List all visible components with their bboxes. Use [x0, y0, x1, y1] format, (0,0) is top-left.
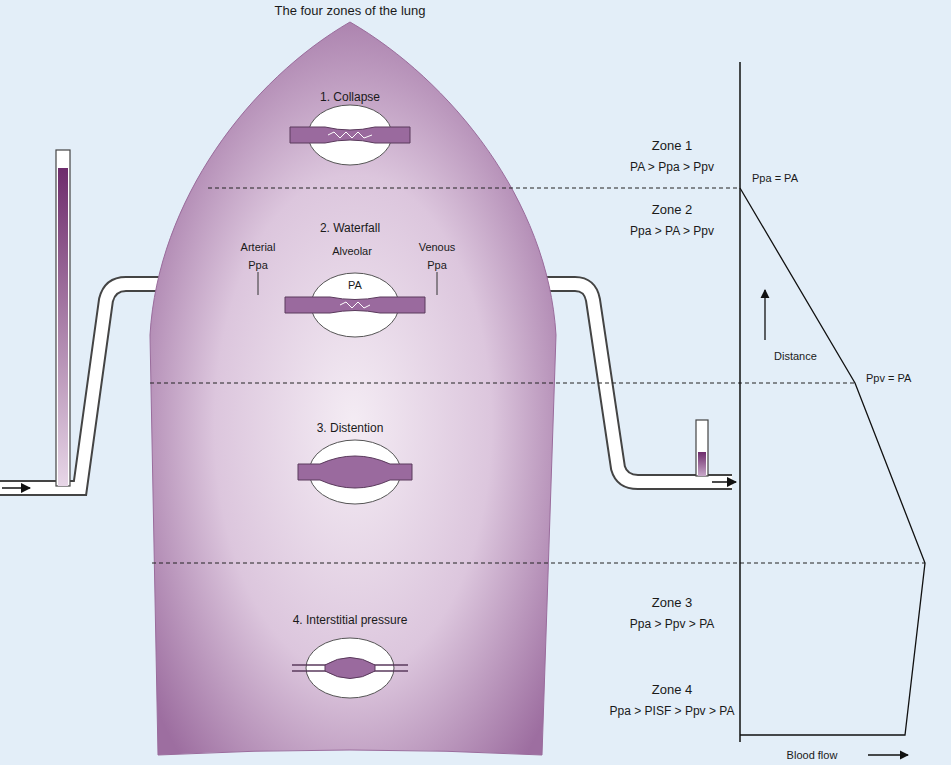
- zone-label: Zone 2: [652, 203, 692, 217]
- zone-name: 3. Distention: [317, 422, 384, 435]
- pressure-relation: Ppa > Ppv > PA: [630, 618, 715, 631]
- axis-label: Distance: [774, 350, 817, 362]
- zone-dividers: [150, 188, 925, 563]
- distended-vessel: [298, 440, 412, 504]
- pressure-relation: Ppa > PISF > Ppv > PA: [610, 705, 735, 718]
- pressure-symbol: Ppa: [248, 259, 268, 271]
- pressure-relation: PA > Ppa > Ppv: [630, 161, 714, 174]
- zone-name: 1. Collapse: [320, 91, 380, 104]
- zone-label: Zone 3: [652, 596, 692, 610]
- vessel-part: Alveolar: [332, 245, 372, 257]
- zone-name: 4. Interstitial pressure: [293, 614, 408, 627]
- axis-label: Blood flow: [787, 749, 838, 761]
- inflow-pipe: [0, 284, 165, 488]
- pressure-relation: Ppa > PA > Ppv: [630, 225, 714, 238]
- zone-label: Zone 1: [652, 139, 692, 153]
- pressure-symbol: PA: [348, 279, 362, 291]
- diagram-title: The four zones of the lung: [274, 4, 425, 18]
- collapsed-vessel: [290, 105, 410, 165]
- lung-outline: [150, 22, 556, 755]
- vessel-part: Venous: [419, 241, 456, 253]
- graph-label: Ppa = PA: [752, 172, 798, 184]
- zone-name: 2. Waterfall: [320, 222, 380, 235]
- vessel-part: Arterial: [241, 241, 276, 253]
- interstitial-vessel: [292, 638, 408, 698]
- arterial-manometer: [56, 150, 70, 486]
- zone-label: Zone 4: [652, 683, 692, 697]
- waterfall-vessel: [258, 272, 437, 337]
- graph-label: Ppv = PA: [866, 372, 911, 384]
- pressure-symbol: Ppa: [427, 259, 447, 271]
- venous-manometer: [696, 420, 708, 476]
- blood-flow-graph: [740, 62, 925, 755]
